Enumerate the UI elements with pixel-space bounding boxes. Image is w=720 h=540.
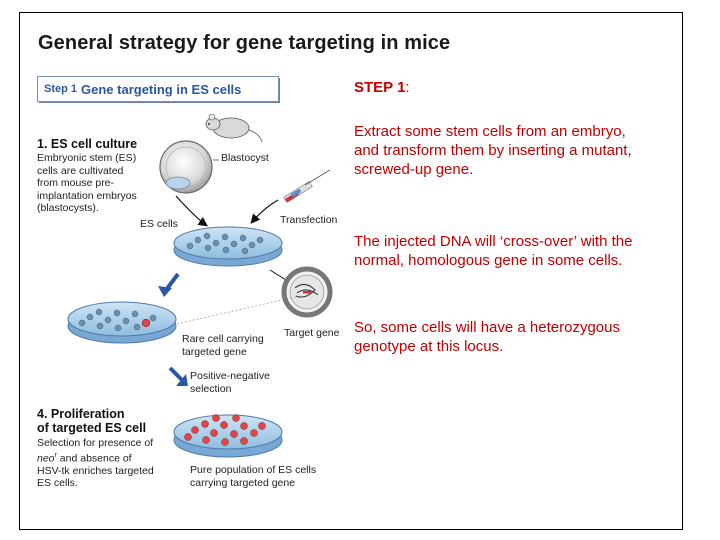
step-title: Gene targeting in ES cells: [81, 81, 242, 97]
step-1-heading: STEP 1:: [354, 79, 410, 96]
mouse-icon: [205, 113, 263, 143]
petri-dish-pure-population: [173, 414, 283, 458]
arrow-transfection-to-dish: [250, 199, 279, 224]
target-gene-label: Target gene: [284, 327, 340, 339]
petri-dish-es-cells: [173, 226, 283, 267]
es-cells-label: ES cells: [140, 218, 178, 230]
es-culture-description: Embryonic stem (ES) cells are cultivated…: [37, 152, 137, 214]
target-gene-icon: [281, 266, 333, 318]
arrow-down-blue-1: [158, 272, 180, 297]
es-culture-heading: 1. ES cell culture: [37, 137, 138, 151]
selection-label: Positive-negative selection: [190, 370, 270, 395]
paragraph-extract: Extract some stem cells from an embryo, …: [354, 123, 632, 178]
proliferation-heading: 4. Proliferation of targeted ES cell: [37, 407, 147, 435]
blastocyst-icon: [159, 140, 213, 194]
transfection-label: Transfection: [280, 214, 338, 226]
arrow-to-target-gene: [269, 269, 287, 281]
petri-dish-rare-cell: [67, 301, 177, 344]
pure-population-label: Pure population of ES cells carrying tar…: [190, 464, 317, 489]
proliferation-description: Selection for presence of neor and absen…: [37, 437, 154, 489]
paragraph-heterozygous: So, some cells will have a heterozygous …: [354, 319, 620, 355]
blastocyst-label: Blastocyst: [221, 152, 269, 164]
rare-cell-label: Rare cell carrying targeted gene: [182, 333, 264, 358]
step-box: Step 1 Gene targeting in ES cells: [37, 76, 279, 102]
arrow-blastocyst-to-dish: [175, 195, 208, 227]
figure-title: General strategy for gene targeting in m…: [38, 32, 451, 54]
arrow-down-blue-2: [168, 366, 188, 386]
step-number: Step 1: [44, 83, 78, 95]
transfection-pipette-icon: [283, 169, 331, 203]
paragraph-crossover: The injected DNA will ‘cross-over’ with …: [354, 233, 633, 269]
